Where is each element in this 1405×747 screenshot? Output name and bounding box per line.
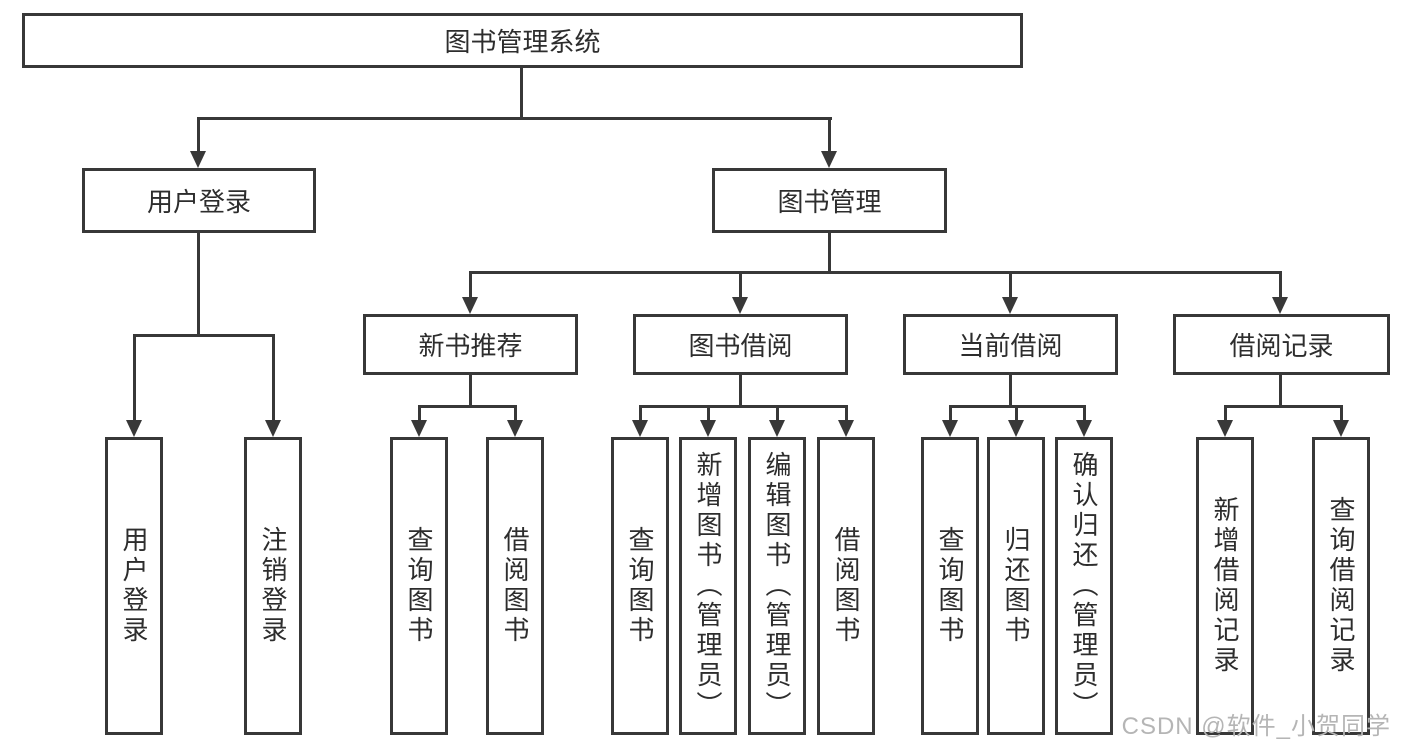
arrow-head — [1333, 420, 1349, 437]
leaf-label: 查询图书 — [404, 526, 434, 646]
arrow-head — [769, 420, 785, 437]
node-logout: 注销登录 — [244, 437, 302, 735]
arrow-head — [942, 420, 958, 437]
leaf-label: 归还图书 — [1001, 526, 1031, 646]
node-borrowing-records: 借阅记录 — [1173, 314, 1390, 375]
connector-line — [520, 68, 523, 119]
connector-line — [1279, 375, 1282, 408]
arrow-head — [462, 297, 478, 314]
connector-line — [469, 271, 472, 297]
connector-line — [639, 405, 642, 420]
leaf-label: 确认归还（管理员） — [1069, 451, 1099, 721]
node-query-books-current: 查询图书 — [921, 437, 979, 735]
arrow-head — [507, 420, 523, 437]
connector-line — [1015, 405, 1018, 420]
node-book-management: 图书管理 — [712, 168, 947, 233]
arrow-head — [126, 420, 142, 437]
connector-line — [828, 117, 831, 151]
node-edit-books-admin: 编辑图书（管理员） — [748, 437, 806, 735]
arrow-head — [1217, 420, 1233, 437]
arrow-head — [632, 420, 648, 437]
node-query-books-borrowing: 查询图书 — [611, 437, 669, 735]
connector-line — [1083, 405, 1086, 420]
connector-line — [418, 405, 421, 420]
leaf-label: 查询图书 — [935, 526, 965, 646]
arrow-head — [700, 420, 716, 437]
node-borrow-books-recommend: 借阅图书 — [486, 437, 544, 735]
csdn-watermark: CSDN @软件_小贺同学 — [1121, 713, 1391, 740]
connector-line — [1009, 271, 1012, 297]
connector-line — [272, 334, 275, 420]
connector-line — [639, 405, 847, 408]
connector-line — [707, 405, 710, 420]
connector-line — [739, 271, 742, 297]
node-book-borrowing: 图书借阅 — [633, 314, 848, 375]
arrow-head — [190, 151, 206, 168]
leaf-label: 用户登录 — [119, 526, 149, 646]
leaf-label: 新增借阅记录 — [1210, 496, 1240, 676]
connector-line — [197, 117, 200, 151]
node-return-books: 归还图书 — [987, 437, 1045, 735]
connector-line — [1009, 375, 1012, 408]
connector-line — [197, 233, 200, 336]
arrow-head — [821, 151, 837, 168]
connector-line — [514, 405, 517, 420]
node-query-borrow-record: 查询借阅记录 — [1312, 437, 1370, 735]
connector-line — [776, 405, 779, 420]
leaf-label: 借阅图书 — [500, 526, 530, 646]
connector-line — [469, 375, 472, 408]
arrow-head — [1272, 297, 1288, 314]
connector-line — [828, 233, 831, 274]
node-user-login-leaf: 用户登录 — [105, 437, 163, 735]
connector-line — [845, 405, 848, 420]
connector-line — [1340, 405, 1343, 420]
leaf-label: 新增图书（管理员） — [693, 451, 723, 721]
connector-line — [133, 334, 136, 420]
node-new-book-recommend: 新书推荐 — [363, 314, 578, 375]
connector-line — [418, 405, 517, 408]
node-confirm-return-admin: 确认归还（管理员） — [1055, 437, 1113, 735]
leaf-label: 编辑图书（管理员） — [762, 451, 792, 721]
node-current-borrowing: 当前借阅 — [903, 314, 1118, 375]
node-add-books-admin: 新增图书（管理员） — [679, 437, 737, 735]
arrow-head — [1076, 420, 1092, 437]
connector-line — [949, 405, 952, 420]
node-user-login: 用户登录 — [82, 168, 316, 233]
arrow-head — [411, 420, 427, 437]
arrow-head — [732, 297, 748, 314]
node-borrow-books: 借阅图书 — [817, 437, 875, 735]
connector-line — [739, 375, 742, 408]
arrow-head — [265, 420, 281, 437]
leaf-label: 借阅图书 — [831, 526, 861, 646]
connector-line — [469, 271, 1282, 274]
leaf-label: 注销登录 — [258, 526, 288, 646]
arrow-head — [838, 420, 854, 437]
node-add-borrow-record: 新增借阅记录 — [1196, 437, 1254, 735]
leaf-label: 查询借阅记录 — [1326, 496, 1356, 676]
leaf-label: 查询图书 — [625, 526, 655, 646]
node-library-system: 图书管理系统 — [22, 13, 1023, 68]
connector-line — [1279, 271, 1282, 297]
connector-line — [1224, 405, 1343, 408]
connector-line — [133, 334, 275, 337]
connector-line — [1224, 405, 1227, 420]
connector-line — [197, 117, 832, 120]
node-query-books-recommend: 查询图书 — [390, 437, 448, 735]
arrow-head — [1008, 420, 1024, 437]
arrow-head — [1002, 297, 1018, 314]
